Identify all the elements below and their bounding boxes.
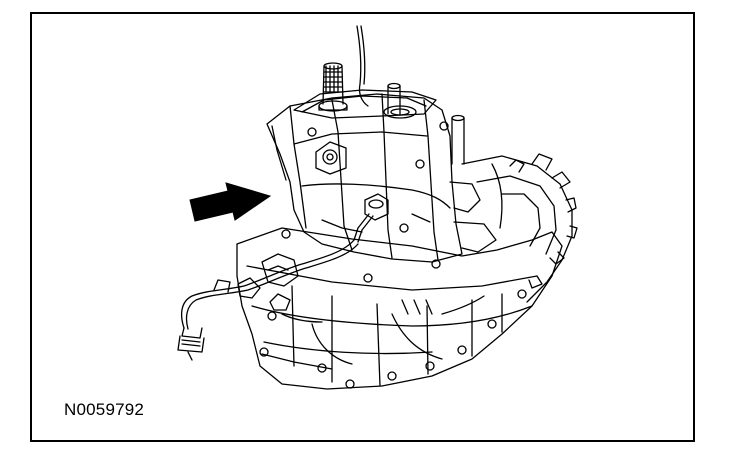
- breather-post: [451, 114, 465, 165]
- bolts: [259, 121, 527, 389]
- top-cable: [356, 25, 369, 107]
- shaft-right: [383, 82, 417, 119]
- sensor-switch: [353, 193, 389, 243]
- lower-housing: [236, 227, 563, 390]
- side-sensor: [261, 253, 299, 311]
- cast-ribs: [281, 295, 485, 323]
- figure-frame: N0059792: [30, 12, 695, 442]
- pointer-arrow-icon: [189, 182, 272, 222]
- bell-housing: [461, 153, 578, 303]
- figure-id-label: N0059792: [64, 400, 145, 419]
- upper-case: [266, 93, 497, 263]
- wiring-harness: [177, 239, 359, 361]
- mount-boss: [315, 141, 347, 175]
- transaxle-illustration: [177, 25, 578, 390]
- shaft-left: [318, 62, 348, 112]
- top-flange: [293, 89, 437, 119]
